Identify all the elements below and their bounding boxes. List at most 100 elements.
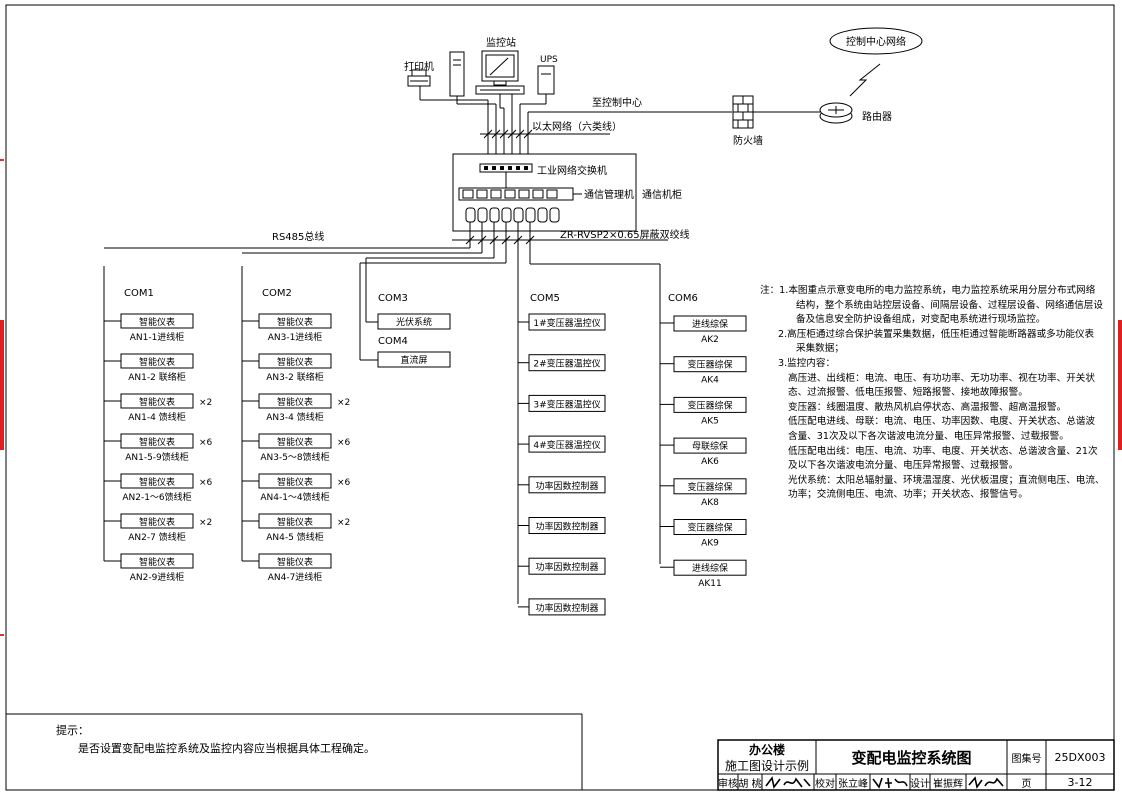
smart-meter-box (120, 313, 194, 329)
smart-meter-label: 智能仪表 (277, 436, 313, 448)
note-line: 2.高压柜通过综合保护装置采集数据，低压柜通过智能断路器或多功能仪表 (778, 328, 1095, 340)
note-line: 低压配电进线、母联：电流、电压、功率因数、电度、开关状态、总谐波 (788, 416, 1095, 428)
to-control-center-label: 至控制中心 (592, 96, 642, 109)
check-label: 校对 (815, 779, 835, 790)
com3-title: COM3 (378, 293, 408, 304)
drawing-title: 变配电监控系统图 (851, 749, 972, 767)
note-line: 3.监控内容： (778, 357, 836, 369)
title-block (717, 739, 1115, 791)
com5-device-label: 1#变压器温控仪 (533, 317, 600, 329)
com5-device-label: 4#变压器温控仪 (533, 439, 600, 451)
quantity-label: ×2 (199, 398, 212, 408)
quantity-label: ×6 (199, 478, 213, 488)
com5-device-label: 功率因数控制器 (535, 480, 598, 492)
notes-block: 注：1.本图重点示意变电所的电力监控系统，电力监控系统采用分层分布式网络 结构，… (760, 284, 1105, 503)
control-center-network-label: 控制中心网络 (846, 35, 906, 48)
designer-signature (968, 776, 1004, 789)
smart-meter-label: 智能仪表 (139, 516, 175, 528)
protection-relay-label: 母联综保 (692, 440, 728, 452)
com5-device-label: 功率因数控制器 (535, 521, 598, 533)
relay-tag-label: AK9 (701, 539, 719, 549)
monitor-icon (475, 50, 525, 95)
cabinet-label: AN2-9进线柜 (130, 571, 185, 583)
com5-device-label: 功率因数控制器 (535, 602, 598, 614)
cabinet-label: AN2-7 馈线柜 (128, 531, 185, 543)
switch-label: 工业网络交换机 (537, 164, 607, 177)
smart-meter-box (258, 513, 332, 529)
comm-cabinet-label: 通信机柜 (642, 188, 682, 201)
review-label: 审核 (718, 779, 738, 790)
cabinet-label: AN3-4 馈线柜 (266, 411, 323, 423)
smart-meter-label: 智能仪表 (139, 356, 175, 368)
relay-tag-label: AK2 (701, 335, 719, 345)
dc-panel-label: 直流屏 (400, 354, 427, 366)
ups-icon (537, 65, 555, 95)
protection-relay-box (673, 315, 747, 332)
page-number: 3-12 (1067, 776, 1093, 789)
cabinet-label: AN1-4 馈线柜 (128, 411, 185, 423)
ethernet-label: 以太网络（六类线） (532, 120, 622, 133)
checker-name: 张立峰 (838, 779, 868, 790)
cable-label: ZR-RVSP2×0.65屏蔽双绞线 (560, 228, 690, 241)
serial-ports (465, 207, 560, 223)
protection-relay-box (673, 437, 747, 454)
relay-tag-label: AK6 (701, 457, 719, 467)
cabinet-label: AN4-5 馈线柜 (266, 531, 323, 543)
designer-name: 崔振辉 (933, 779, 963, 790)
project-name: 办公楼 (748, 742, 785, 757)
smart-meter-box (258, 433, 332, 449)
relay-tag-label: AK11 (698, 579, 722, 589)
checker-signature (872, 777, 908, 789)
page-label: 页 (1021, 779, 1032, 790)
quantity-label: ×6 (199, 438, 213, 448)
com5-title: COM5 (530, 293, 560, 304)
com5-device-label: 2#变压器温控仪 (533, 358, 600, 370)
note-line: 功率；交流侧电压、电流、功率；开关状态、报警信号。 (788, 489, 1028, 501)
smart-meter-box (120, 553, 194, 569)
protection-relay-box (673, 559, 747, 576)
control-center-network-cloud (829, 27, 923, 55)
reviewer-name: 胡 桃 (738, 779, 762, 790)
smart-meter-box (120, 353, 194, 369)
design-label: 设计 (910, 779, 930, 790)
smart-meter-label: 智能仪表 (277, 556, 313, 568)
smart-meter-label: 智能仪表 (277, 516, 313, 528)
atlas-number: 25DX003 (1054, 751, 1106, 764)
printer-label: 打印机 (404, 60, 434, 73)
pv-system-label: 光伏系统 (396, 316, 432, 328)
smart-meter-box (120, 513, 194, 529)
pv-system-box (377, 313, 451, 330)
com5-device-label: 功率因数控制器 (535, 561, 598, 573)
tip-text: 是否设置变配电监控系统及监控内容应当根据具体工程确定。 (78, 742, 375, 755)
note-line: 变压器：线圈温度、散热风机启停状态、高温报警、超高温报警。 (788, 401, 1067, 413)
note-line: 含量、31次及以下各次谐波电流分量、电压异常报警、过载报警。 (788, 430, 1069, 442)
com6-title: COM6 (668, 293, 698, 304)
cabinet-label: AN3-2 联络柜 (266, 371, 323, 383)
cabinet-label: AN1-2 联络柜 (128, 371, 185, 383)
protection-relay-label: 进线综保 (692, 318, 728, 330)
smart-meter-box (258, 353, 332, 369)
relay-tag-label: AK4 (701, 376, 719, 386)
com5-branch: COM5 1#变压器温控仪 2#变压器温控仪 3#变压器温控仪 4#变压器温控仪功率因数… (518, 293, 606, 616)
note-line: 高压进、出线柜：电流、电压、有功功率、无功功率、视在功率、开关状 (788, 372, 1095, 384)
cabinet-label: AN1-5-9馈线柜 (125, 451, 189, 463)
com5-device-label: 3#变压器温控仪 (533, 398, 600, 410)
note-line: 注：1.本图重点示意变电所的电力监控系统，电力监控系统采用分层分布式网络 (760, 285, 1096, 296)
dc-panel-box (377, 351, 451, 368)
smart-meter-label: 智能仪表 (277, 316, 313, 328)
com5-device-box (528, 435, 606, 453)
note-line: 采集数据； (796, 343, 844, 355)
smart-meter-label: 智能仪表 (277, 396, 313, 408)
smart-meter-box (120, 393, 194, 409)
com5-device-box (528, 476, 606, 494)
smart-meter-box (258, 473, 332, 489)
cabinet-label: AN3-1进线柜 (268, 331, 323, 343)
tip-title: 提示： (56, 724, 89, 737)
rs485-label: RS485总线 (272, 230, 324, 243)
protection-relay-label: 变压器综保 (687, 522, 732, 534)
note-line: 光伏系统：太阳总辐射量、环境温湿度、光伏板温度；直流侧电压、电流、 (788, 474, 1105, 486)
wireless-link-icon (849, 63, 881, 97)
smart-meter-label: 智能仪表 (139, 476, 175, 488)
